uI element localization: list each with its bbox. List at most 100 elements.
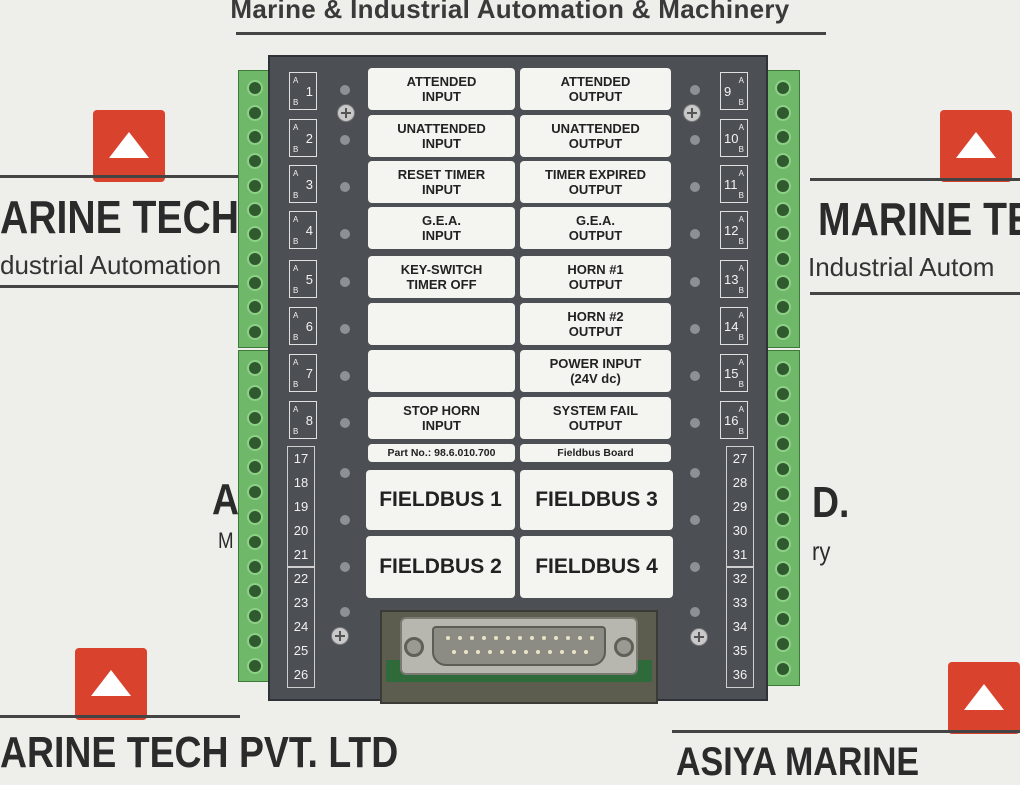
status-led-icon (340, 515, 350, 525)
terminal-screw-icon (247, 128, 263, 145)
terminal-block-left-lower (238, 350, 272, 682)
watermark-top-banner: Marine & Industrial Automation & Machine… (230, 0, 790, 24)
channel-b-label: B (738, 286, 744, 295)
fieldbus-1-label: FIELDBUS 1 (366, 470, 515, 530)
channel-label-left (368, 303, 515, 345)
channel-label-left: ATTENDED INPUT (368, 68, 515, 110)
channel-number: 7 (305, 366, 313, 381)
channel-number: 8 (305, 413, 313, 428)
terminal-number: 29 (732, 499, 748, 514)
channel-b-label: B (738, 380, 744, 389)
watermark-sub-right: Industrial Autom (808, 252, 995, 282)
channel-number: 13 (724, 272, 739, 287)
terminal-number: 33 (732, 595, 748, 610)
terminal-screw-icon (775, 435, 791, 452)
mounting-screw-icon (337, 104, 355, 122)
dsub-pin-icon (512, 650, 516, 654)
terminal-screw-icon (247, 509, 263, 525)
channel-b-label: B (738, 191, 744, 200)
mounting-screw-icon (683, 104, 701, 122)
terminal-screw-icon (247, 80, 263, 97)
dsub-pin-icon (542, 636, 546, 640)
status-led-icon (690, 515, 700, 525)
terminal-screw-icon (775, 410, 791, 427)
watermark-fragment: ry (812, 536, 831, 566)
status-led-icon (690, 371, 700, 381)
terminal-screw-icon (247, 608, 263, 625)
mounting-screw-icon (690, 628, 708, 646)
status-led-icon (340, 229, 350, 239)
fieldbus-4-label: FIELDBUS 4 (520, 536, 673, 598)
channel-b-label: B (293, 333, 299, 342)
terminal-screw-icon (775, 177, 791, 194)
channel-a-label: A (293, 311, 299, 320)
channel-a-label: A (738, 76, 744, 85)
channel-b-label: B (738, 98, 744, 107)
terminal-screw-icon (775, 299, 791, 316)
channel-a-label: A (738, 215, 744, 224)
channel-label-right: ATTENDED OUTPUT (520, 68, 671, 110)
watermark-rule (810, 178, 1020, 181)
terminal-screw-icon (247, 657, 263, 674)
terminal-screw-icon (775, 275, 791, 292)
status-led-icon (340, 418, 350, 428)
status-led-icon (690, 277, 700, 287)
status-led-icon (690, 324, 700, 334)
terminal-screw-icon (775, 460, 791, 477)
channel-b-label: B (293, 286, 299, 295)
channel-b-label: B (293, 98, 299, 107)
watermark-rule (236, 32, 826, 35)
watermark-rule (672, 730, 1020, 733)
terminal-number: 19 (293, 499, 309, 514)
terminal-number: 35 (732, 643, 748, 658)
dsub-pin-icon (518, 636, 522, 640)
terminal-number: 31 (732, 547, 748, 562)
channel-number: 6 (305, 319, 313, 334)
channel-number: 2 (305, 131, 313, 146)
watermark-brand-bottom-right: ASIYA MARINE (676, 740, 920, 784)
dsub-jackpost-icon (614, 637, 634, 657)
terminal-screw-icon (775, 226, 791, 243)
channel-b-label: B (293, 427, 299, 436)
terminal-screw-icon (247, 323, 263, 340)
dsub-pin-icon (488, 650, 492, 654)
terminal-screw-icon (247, 275, 263, 292)
dsub-pin-icon (464, 650, 468, 654)
terminal-screw-icon (775, 250, 791, 267)
terminal-screw-icon (247, 299, 263, 316)
dsub-pin-icon (578, 636, 582, 640)
terminal-screw-icon (247, 533, 263, 550)
status-led-icon (340, 135, 350, 145)
terminal-screw-icon (247, 104, 263, 121)
mounting-screw-icon (331, 627, 349, 645)
channel-number: 9 (724, 84, 732, 99)
channel-a-label: A (738, 311, 744, 320)
watermark-brand-right: MARINE TEC (818, 193, 1020, 245)
terminal-screw-icon (247, 459, 263, 476)
watermark-fragment: D. (812, 478, 850, 527)
terminal-screw-icon (775, 153, 791, 170)
channel-label-left: STOP HORN INPUT (368, 397, 515, 439)
dsub-pin-icon (470, 636, 474, 640)
status-led-icon (690, 562, 700, 572)
channel-a-label: A (293, 264, 299, 273)
terminal-number: 34 (732, 619, 748, 634)
dsub-pin-icon (458, 636, 462, 640)
watermark-logo-icon (940, 110, 1012, 182)
terminal-number: 26 (293, 667, 309, 682)
watermark-logo-icon (948, 662, 1020, 734)
terminal-screw-icon (775, 323, 791, 340)
terminal-block-right-lower (766, 350, 800, 686)
channel-label-left: G.E.A. INPUT (368, 207, 515, 249)
